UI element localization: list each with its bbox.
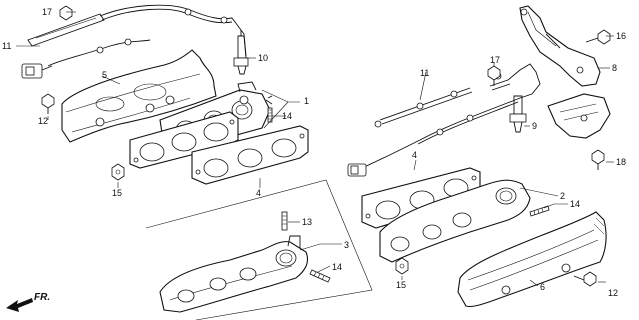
callout-14-upper: 14: [282, 111, 292, 121]
callout-15-left: 15: [112, 188, 122, 198]
nut-15-right: [395, 257, 409, 275]
stud-bolts-upper: [265, 95, 273, 123]
callout-17-left: 17: [42, 7, 52, 17]
callout-13: 13: [302, 217, 312, 227]
callout-8: 8: [612, 63, 617, 73]
manifold-gasket-upper: [129, 111, 239, 169]
heat-shield-lower-right: [457, 211, 607, 308]
manifold-gasket-left: [191, 125, 309, 185]
lower-detail-box: [145, 179, 373, 320]
stud-bolt-13: [281, 211, 288, 231]
callout-2: 2: [560, 191, 565, 201]
callout-11-right: 11: [420, 68, 429, 78]
exhaust-manifold-right: [379, 179, 531, 263]
bolt-18: [591, 149, 605, 170]
stud-bolt-14-right: [529, 205, 550, 217]
callout-14-right: 14: [570, 199, 580, 209]
bolt-16: [585, 29, 611, 45]
callout-4-right: 4: [412, 150, 417, 160]
stud-bolt-14-lower-left: [309, 269, 331, 283]
exhaust-manifold-lower-left: [159, 235, 309, 313]
callout-4-left: 4: [256, 188, 261, 198]
callout-10: 10: [258, 53, 268, 63]
callout-17-right: 17: [490, 55, 500, 65]
front-direction-arrow: [6, 298, 33, 312]
wire-harness-right: [347, 63, 541, 177]
bolt-top-left: [59, 5, 73, 21]
oxygen-sensor-left: [233, 30, 249, 75]
callout-5: 5: [102, 70, 107, 80]
callout-12-left: 12: [38, 116, 48, 126]
callout-3: 3: [344, 240, 349, 250]
nut-left: [111, 163, 125, 181]
callout-11-left: 11: [2, 41, 11, 51]
leader-lines: [16, 11, 614, 287]
front-direction-label: FR.: [34, 292, 50, 303]
bracket-upper-right: [519, 5, 601, 87]
heat-shield-upper: [61, 49, 217, 143]
upper-wire-harness-left: [21, 4, 247, 79]
callout-14-lower-left: 14: [332, 262, 342, 272]
callout-9: 9: [532, 121, 537, 131]
bolt-12-right: [573, 271, 597, 287]
oxygen-sensor-right: [509, 95, 527, 133]
heat-plate-right: [547, 93, 611, 139]
callout-12-right: 12: [608, 288, 618, 298]
callout-1: 1: [304, 96, 309, 106]
callout-16: 16: [616, 31, 626, 41]
callout-18: 18: [616, 157, 626, 167]
bolt-left: [41, 93, 55, 114]
callout-15-right: 15: [396, 280, 406, 290]
callout-6: 6: [540, 282, 545, 292]
